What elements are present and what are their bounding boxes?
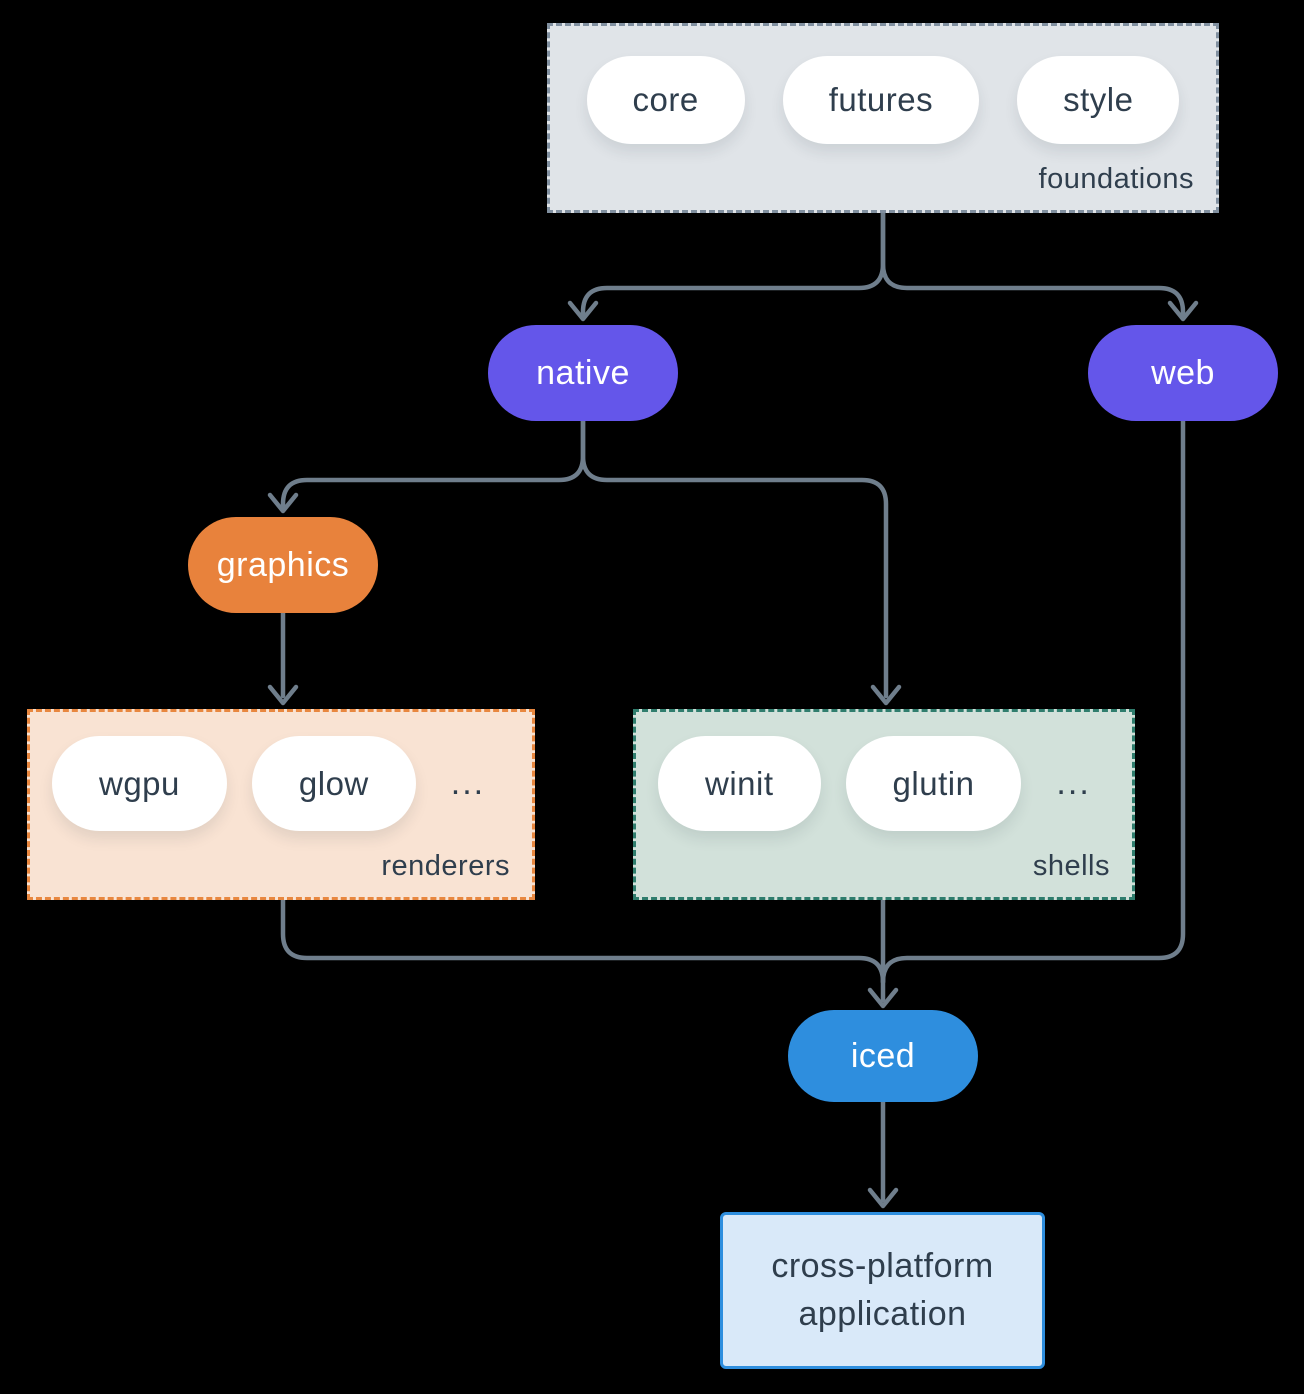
edge-renderers-iced <box>280 897 886 985</box>
arrowhead-application <box>867 1187 899 1209</box>
node-native: native <box>488 325 678 421</box>
edge-native-graphics <box>280 418 586 509</box>
edge-foundations-native <box>580 210 886 317</box>
edge-foundations-web <box>880 210 1186 317</box>
arrowhead-iced <box>867 987 899 1009</box>
arrowhead-renderers <box>267 684 299 706</box>
group-foundations: core futures style foundations <box>547 23 1219 213</box>
node-web: web <box>1088 325 1278 421</box>
node-winit-label: winit <box>705 764 774 802</box>
edge-web-iced <box>880 418 1186 985</box>
group-shells: winit glutin ... shells <box>633 709 1135 900</box>
node-futures: futures <box>782 56 980 144</box>
group-label-renderers: renderers <box>381 850 510 882</box>
node-core-label: core <box>632 81 699 118</box>
node-graphics: graphics <box>188 517 378 613</box>
edge-native-shells <box>580 418 889 699</box>
group-label-shells: shells <box>1032 850 1110 882</box>
arrowhead-shells <box>870 684 902 706</box>
node-glutin-label: glutin <box>892 764 975 802</box>
node-cross-platform-application: cross-platform application <box>720 1212 1045 1369</box>
group-renderers: wgpu glow ... renderers <box>27 709 535 900</box>
node-winit: winit <box>658 736 821 831</box>
foundations-pill-row: core futures style <box>550 56 1216 144</box>
arrowhead-web <box>1167 300 1199 322</box>
renderers-ellipsis: ... <box>450 764 486 802</box>
node-graphics-label: graphics <box>216 545 350 584</box>
node-glow-label: glow <box>298 764 369 802</box>
arrowhead-graphics <box>267 492 299 514</box>
node-iced: iced <box>788 1010 978 1102</box>
node-core: core <box>586 56 745 144</box>
node-wgpu-label: wgpu <box>99 764 180 802</box>
node-style: style <box>1017 56 1180 144</box>
application-label: cross-platform application <box>771 1246 994 1333</box>
renderers-pill-row: wgpu glow ... <box>52 736 532 831</box>
node-native-label: native <box>536 353 630 392</box>
group-label-foundations: foundations <box>1038 163 1194 195</box>
shells-ellipsis: ... <box>1056 764 1091 802</box>
arrowhead-native <box>567 300 599 322</box>
shells-pill-row: winit glutin ... <box>658 736 1132 831</box>
node-iced-label: iced <box>850 1036 916 1075</box>
node-web-label: web <box>1151 353 1215 392</box>
node-glow: glow <box>251 736 416 831</box>
node-wgpu: wgpu <box>52 736 227 831</box>
node-futures-label: futures <box>828 81 934 118</box>
node-style-label: style <box>1063 81 1134 118</box>
node-glutin: glutin <box>845 736 1022 831</box>
